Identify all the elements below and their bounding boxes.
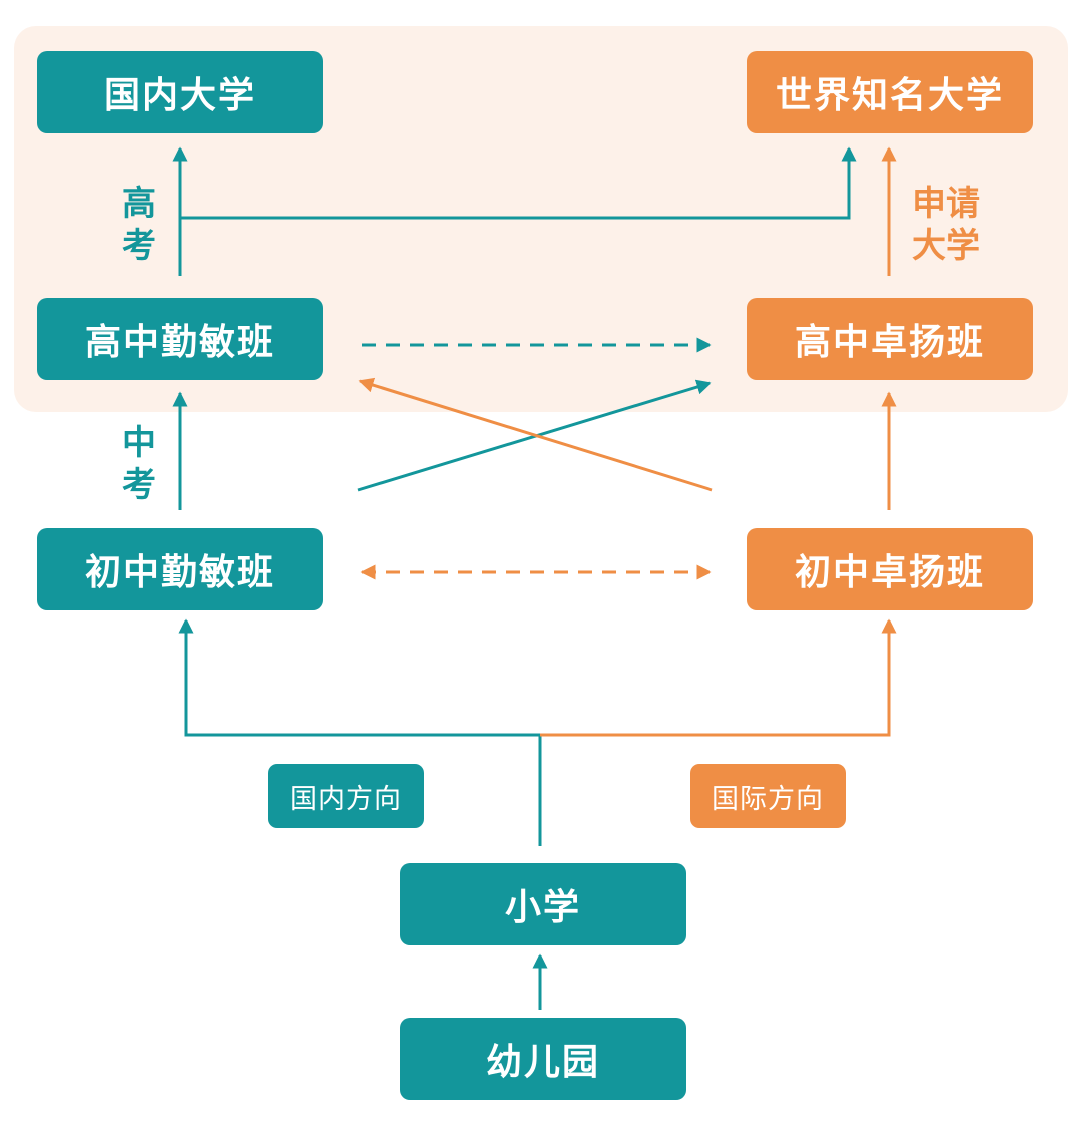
arrow-international-direction — [540, 618, 897, 737]
tag-domestic-direction: 国内方向 — [268, 764, 424, 828]
label-zhongkao: 中 考 — [122, 423, 156, 505]
node-junior-qinmin: 初中勤敏班 — [37, 528, 323, 610]
node-domestic-university-label: 国内大学 — [103, 75, 256, 116]
arrow-gaokao-to-world — [180, 146, 857, 220]
tag-international-direction: 国际方向 — [690, 764, 846, 828]
node-senior-qinmin: 高中勤敏班 — [37, 298, 323, 380]
node-kindergarten: 幼儿园 — [400, 1018, 686, 1100]
node-primary-school: 小学 — [400, 863, 686, 945]
node-senior-zhuoyang-label: 高中卓扬班 — [794, 322, 985, 363]
arrow-domestic-direction — [178, 618, 540, 737]
arrow-cross-orange — [358, 377, 713, 492]
node-senior-zhuoyang: 高中卓扬班 — [747, 298, 1033, 380]
node-world-university-label: 世界知名大学 — [775, 75, 1004, 116]
label-gaokao: 高 考 — [122, 184, 156, 266]
node-senior-qinmin-label: 高中勤敏班 — [84, 322, 275, 363]
node-primary-school-label: 小学 — [504, 887, 581, 928]
arrow-cross-teal — [357, 379, 712, 492]
node-junior-zhuoyang: 初中卓扬班 — [747, 528, 1033, 610]
node-domestic-university: 国内大学 — [37, 51, 323, 133]
node-world-university: 世界知名大学 — [747, 51, 1033, 133]
node-junior-qinmin-label: 初中勤敏班 — [84, 552, 275, 593]
label-apply-university: 申请 大学 — [912, 184, 980, 266]
node-kindergarten-label: 幼儿园 — [485, 1042, 600, 1083]
node-junior-zhuoyang-label: 初中卓扬班 — [794, 552, 985, 593]
